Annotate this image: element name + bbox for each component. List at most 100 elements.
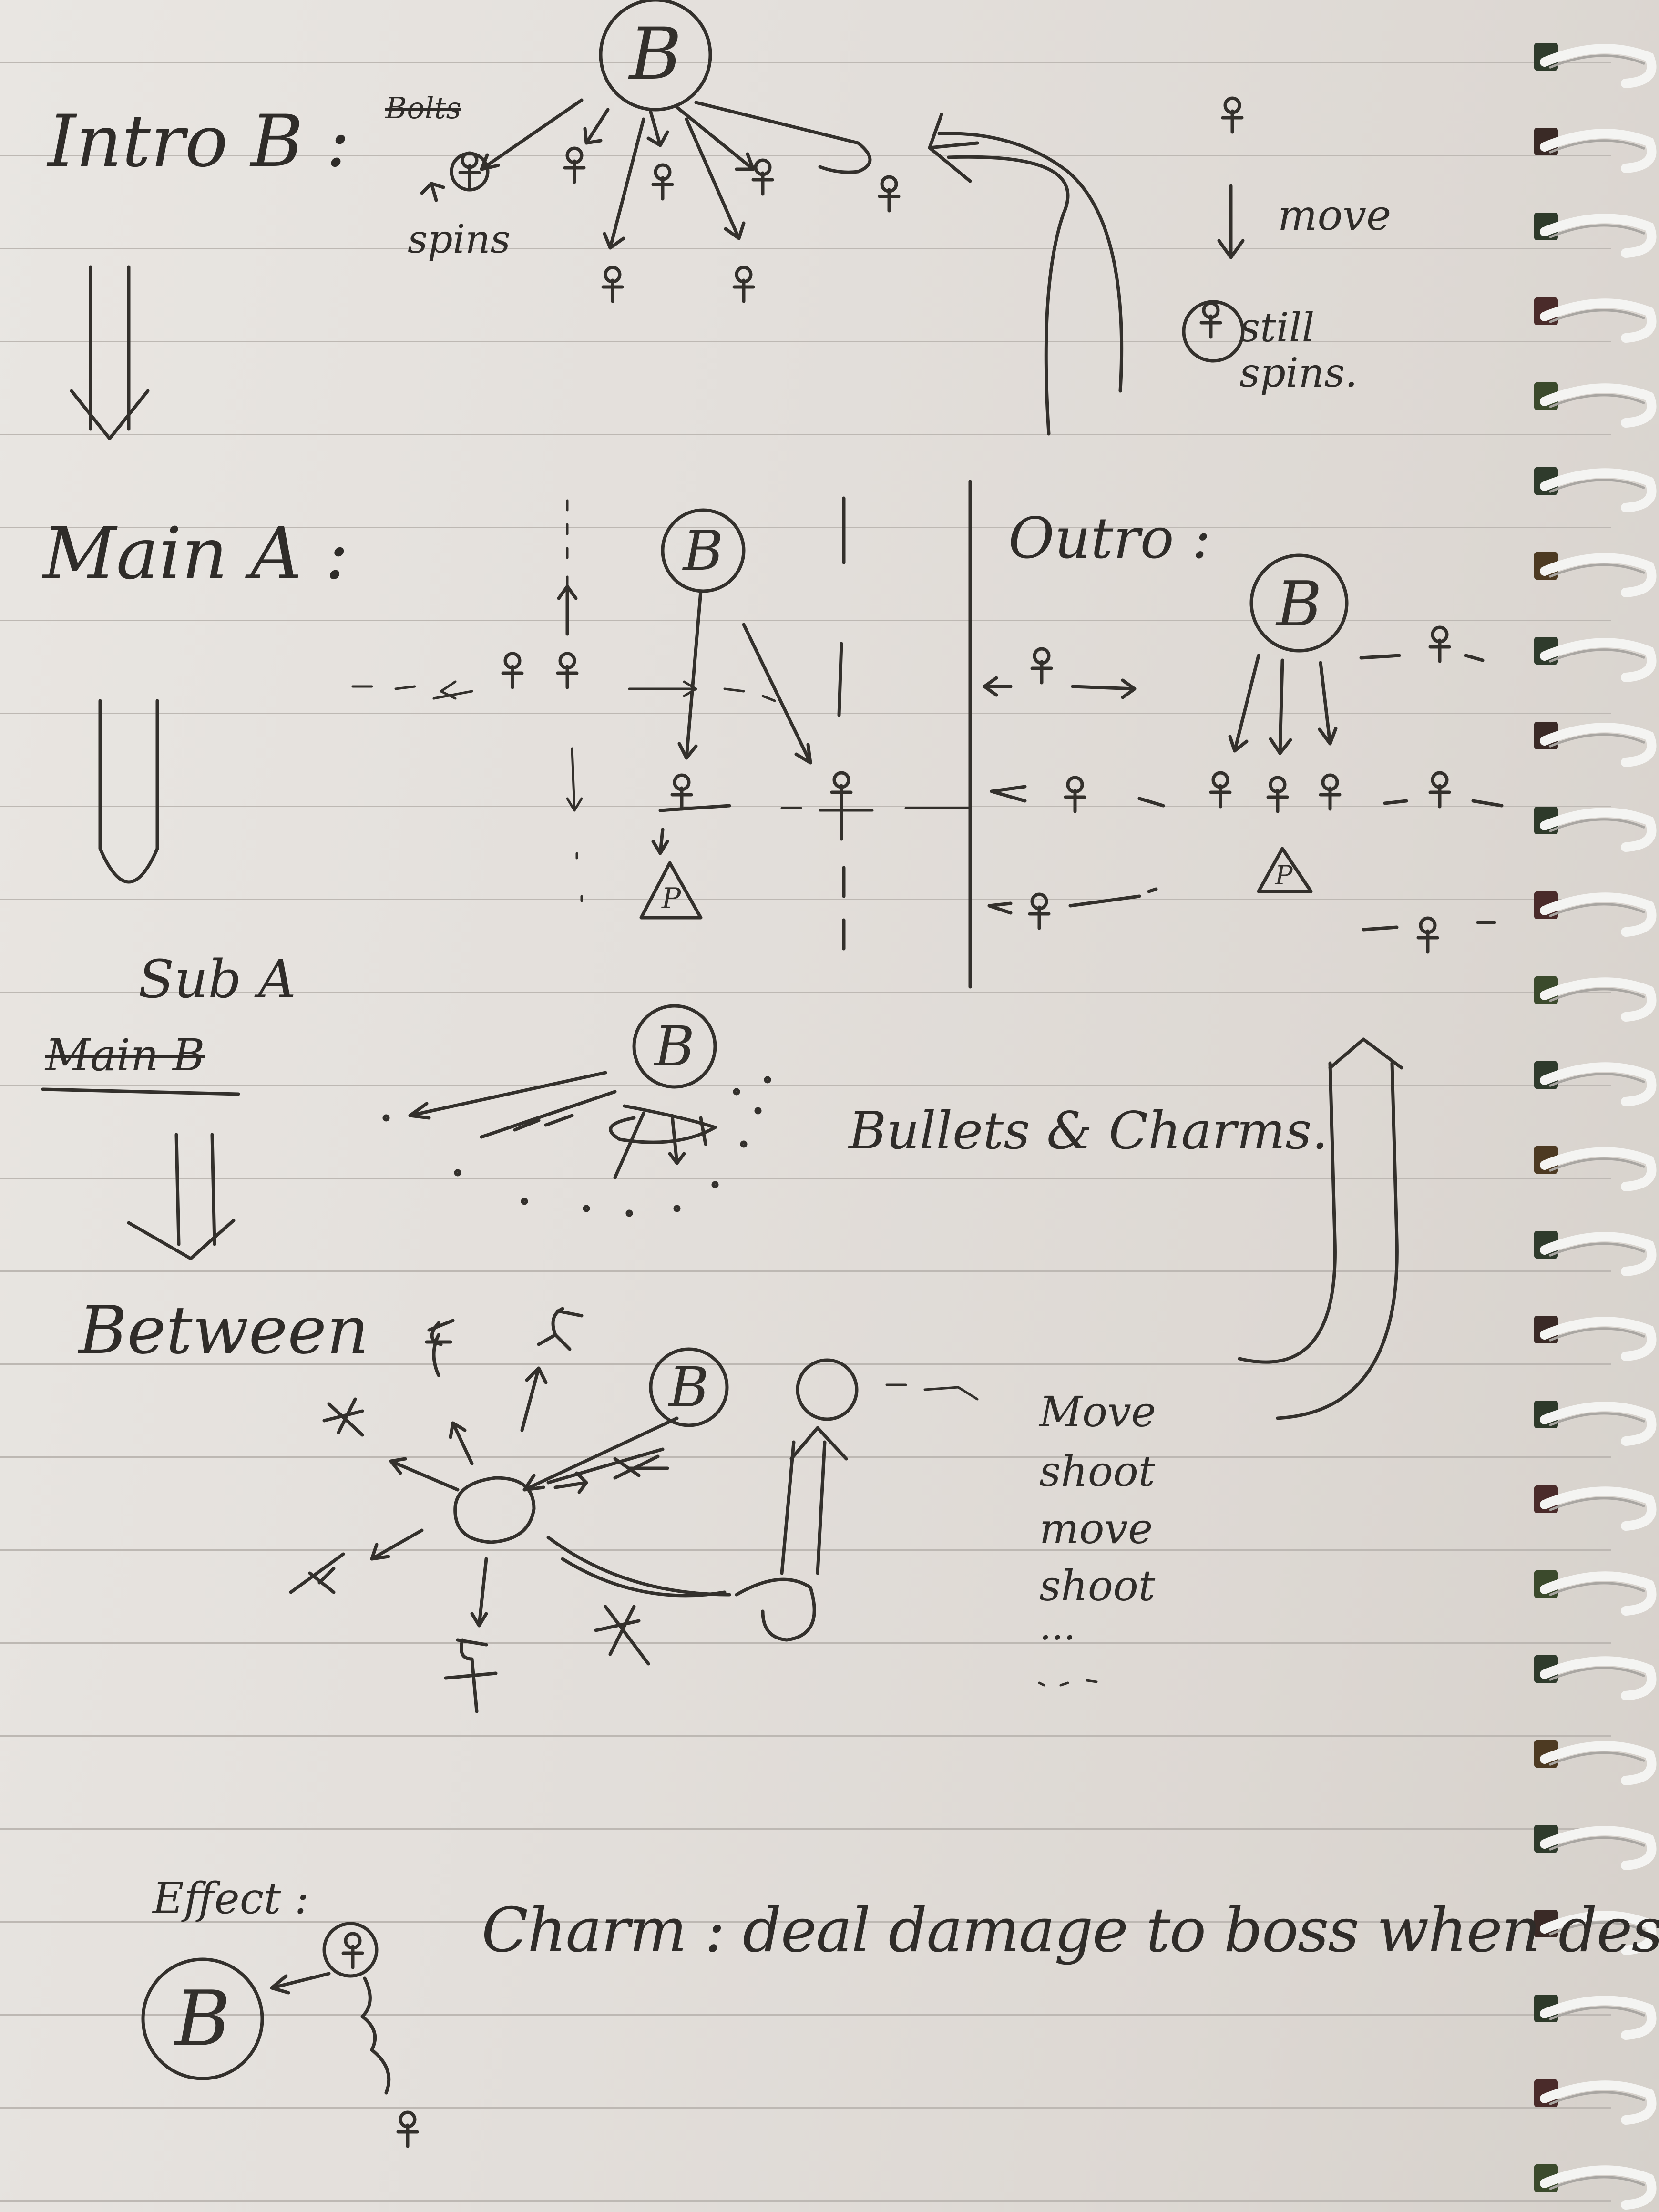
charm-icon: [289, 1552, 345, 1594]
charm-icon: [880, 177, 899, 211]
down-track: [566, 747, 583, 902]
charm-icon: [594, 1605, 650, 1666]
spiral-ring: [1534, 1655, 1657, 1700]
player-position-2: [735, 1577, 816, 1642]
between-cross-charm: [613, 1454, 669, 1480]
ruled-line: [0, 620, 1611, 621]
outro-boss: B: [1249, 553, 1349, 653]
spiral-ring: [1534, 213, 1657, 258]
loop-arrow-head: [928, 113, 979, 183]
powerup-letter: P: [661, 882, 682, 915]
intro-charms: [420, 148, 899, 301]
spiral-ring: [1534, 1995, 1657, 2040]
effect-trail: [360, 1976, 391, 2095]
charm-icon: [603, 267, 622, 301]
boss-letter: B: [628, 13, 682, 96]
between-radial-arrow: [389, 1457, 460, 1492]
ruled-line: [0, 1085, 1611, 1086]
spin-arrow: [420, 182, 445, 202]
between-radial-arrow: [470, 1557, 488, 1628]
return-arrow-head: [1328, 1037, 1403, 1070]
flow-arrow: [127, 1133, 236, 1260]
between-dash-arrows: [522, 1416, 679, 1492]
spiral-ring: [1534, 1740, 1657, 1785]
spiral-ring: [1534, 2164, 1657, 2210]
ruled-line: [0, 1270, 1611, 1272]
boss-letter: B: [1275, 568, 1322, 640]
charm-icon: [565, 148, 584, 182]
ruled-line: [0, 1735, 1611, 1737]
main-heading: Main A :: [43, 512, 349, 595]
spiral-ring: [1534, 1570, 1657, 1616]
aim-arrow-2: [742, 623, 812, 765]
outro-row-ticks: [1383, 799, 1504, 808]
ruled-line: [0, 2200, 1611, 2202]
cycle-item-shoot: shoot: [1039, 1447, 1156, 1496]
sub-pellets: [382, 1076, 771, 1217]
intro-struck-word: Bolts: [385, 91, 461, 125]
effect-heading: Effect :: [153, 1874, 309, 1924]
effect-boss: B: [141, 1957, 264, 2080]
left-track: [351, 680, 473, 700]
sub-bullet-long: [408, 1071, 607, 1120]
struck-heading: Main B: [45, 1030, 205, 1081]
charm-icon: [1211, 773, 1230, 807]
between-boss: B: [649, 1347, 729, 1427]
return-arrow-outer: [1276, 1061, 1399, 1420]
spiral-ring: [1534, 1401, 1657, 1446]
move-arrow: [1217, 184, 1245, 259]
spiral-ring: [1534, 1146, 1657, 1191]
spiral-ring: [1534, 382, 1657, 428]
horizontal-track: [780, 807, 969, 812]
ruled-line: [0, 713, 1611, 714]
spiral-ring: [1534, 552, 1657, 597]
spiral-ring: [1534, 467, 1657, 512]
main-boss: B: [661, 508, 746, 593]
cycle-dashes: [1038, 1679, 1098, 1687]
sub-swirl: [609, 1104, 717, 1144]
charm-icon: [322, 1397, 364, 1437]
flow-arrow: [70, 265, 150, 440]
charm-icon: [444, 1638, 498, 1713]
intro-heading: Intro B :: [48, 100, 350, 183]
ruled-line: [0, 62, 1611, 63]
charm-icon: [1030, 894, 1049, 928]
charm-icon: [1430, 773, 1449, 807]
outro-row-2-arrows: [990, 785, 1165, 808]
charm-icon: [503, 654, 522, 687]
cycle-item-move: move: [1039, 1504, 1153, 1553]
bullets-label: Bullets & Charms.: [849, 1101, 1328, 1161]
ruled-line: [0, 1363, 1611, 1365]
vertical-track: [837, 496, 846, 951]
ruled-line: [0, 527, 1611, 528]
spiral-ring: [1534, 1061, 1657, 1106]
loop-arrow-inner: [947, 155, 1070, 436]
move-label: move: [1278, 191, 1392, 240]
charm-icon: [653, 165, 672, 199]
spiral-ring: [1534, 807, 1657, 852]
boss-letter: B: [173, 1974, 231, 2063]
outro-bottom-ticks: [1362, 921, 1496, 932]
return-arrow-inner: [1238, 1061, 1337, 1364]
powerup-icon: P: [1257, 847, 1313, 893]
between-radial-arrow: [449, 1421, 474, 1465]
charm-icon: [1430, 627, 1449, 661]
ruled-line: [0, 434, 1611, 435]
between-up-arrow: [780, 1426, 848, 1575]
powerup-icon: P: [639, 861, 703, 920]
spiral-ring: [1534, 722, 1657, 767]
flow-arrow: [98, 699, 159, 884]
charm-icon: [1032, 649, 1051, 683]
ruled-line: [0, 155, 1611, 156]
charm-ground: [658, 804, 731, 812]
spins-label: spins: [408, 217, 511, 262]
spiral-ring: [1534, 1825, 1657, 1870]
spiral-ring: [1534, 2079, 1657, 2125]
between-radial-arrow: [520, 1366, 548, 1432]
intro-boss: B: [599, 0, 712, 112]
boss-letter: B: [654, 1015, 695, 1079]
ruled-line: [0, 341, 1611, 342]
cycle-item-shoot: shoot: [1039, 1561, 1156, 1610]
